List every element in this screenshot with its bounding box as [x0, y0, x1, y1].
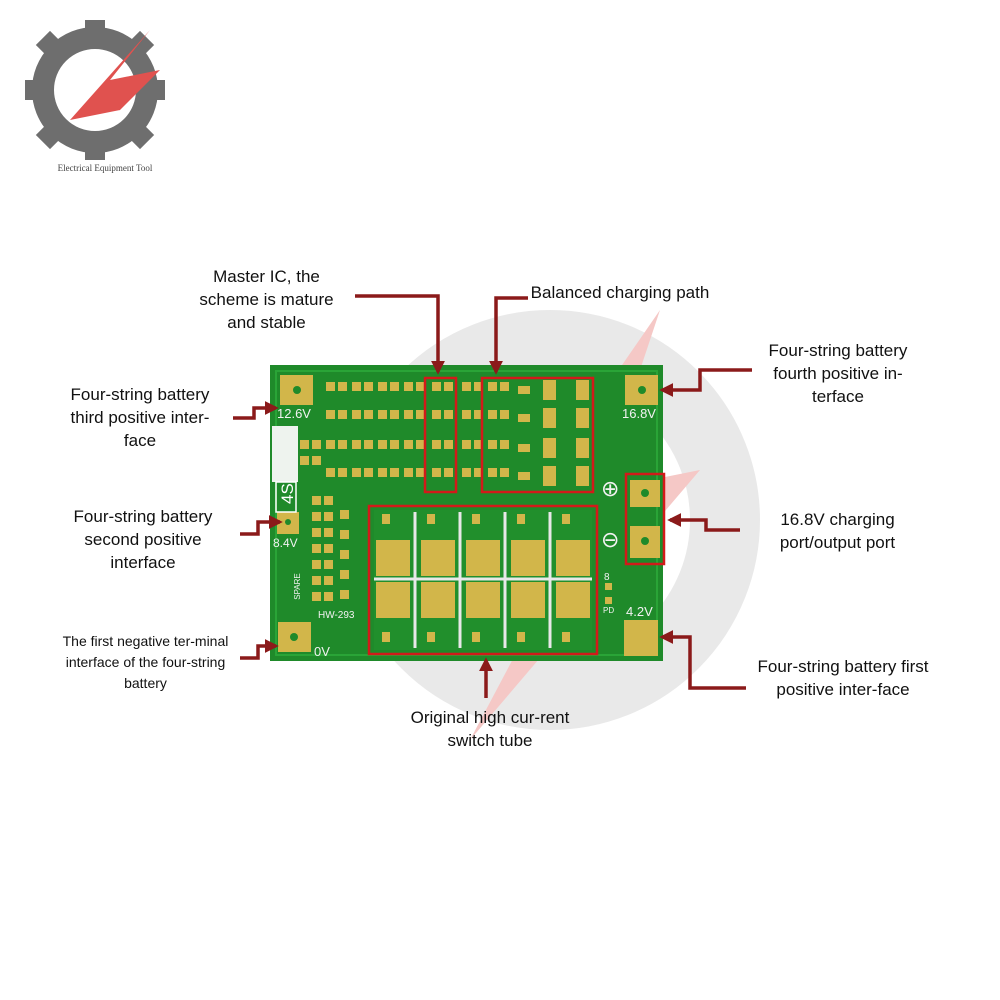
annotation-balanced-path: Balanced charging path — [530, 283, 710, 302]
annotation-first-negative: The first negative ter-minal interface o… — [62, 633, 229, 691]
model-label: HW-293 — [318, 610, 355, 621]
bolt-icon — [70, 30, 160, 150]
minus-symbol: ⊖ — [601, 527, 620, 552]
spare-label: SPARE — [292, 573, 302, 600]
balanced-path-box — [480, 376, 595, 494]
pad-label-8-4v: 8.4V — [273, 536, 298, 550]
highlight-boxes — [367, 376, 666, 656]
series-label: 4S — [278, 483, 297, 504]
mosfet-pads — [376, 514, 590, 642]
annotation-second-positive: Four-string battery second positive inte… — [73, 507, 213, 572]
annotation-first-positive: Four-string battery first positive inter… — [757, 657, 929, 699]
annotation-switch-tube: Original high cur-rent switch tube — [410, 708, 570, 750]
pad-label-12-6v: 12.6V — [277, 406, 311, 421]
brand-logo — [25, 20, 165, 160]
pad-label-4-2v: 4.2V — [626, 604, 653, 619]
logo-caption: Electrical Equipment Tool — [57, 163, 153, 173]
annotation-third-positive: Four-string battery third positive inter… — [70, 385, 210, 450]
charging-port-box — [624, 472, 666, 566]
smd-pads — [300, 382, 612, 604]
annotation-master-ic: Master IC, the scheme is mature and stab… — [199, 267, 334, 332]
annotation-charging-port: 16.8V charging port/output port — [779, 510, 896, 552]
eight-label: 8 — [604, 572, 610, 583]
annotation-fourth-positive: Four-string battery fourth positive in-t… — [768, 341, 908, 406]
pad-label-0v: 0V — [314, 644, 330, 659]
master-ic-box — [423, 376, 458, 494]
switch-tube-box — [367, 504, 599, 656]
pd-label: PD — [603, 606, 615, 615]
mosfet-grid — [374, 512, 592, 648]
plus-symbol: ⊕ — [601, 476, 620, 501]
pad-label-16-8v: 16.8V — [622, 406, 656, 421]
